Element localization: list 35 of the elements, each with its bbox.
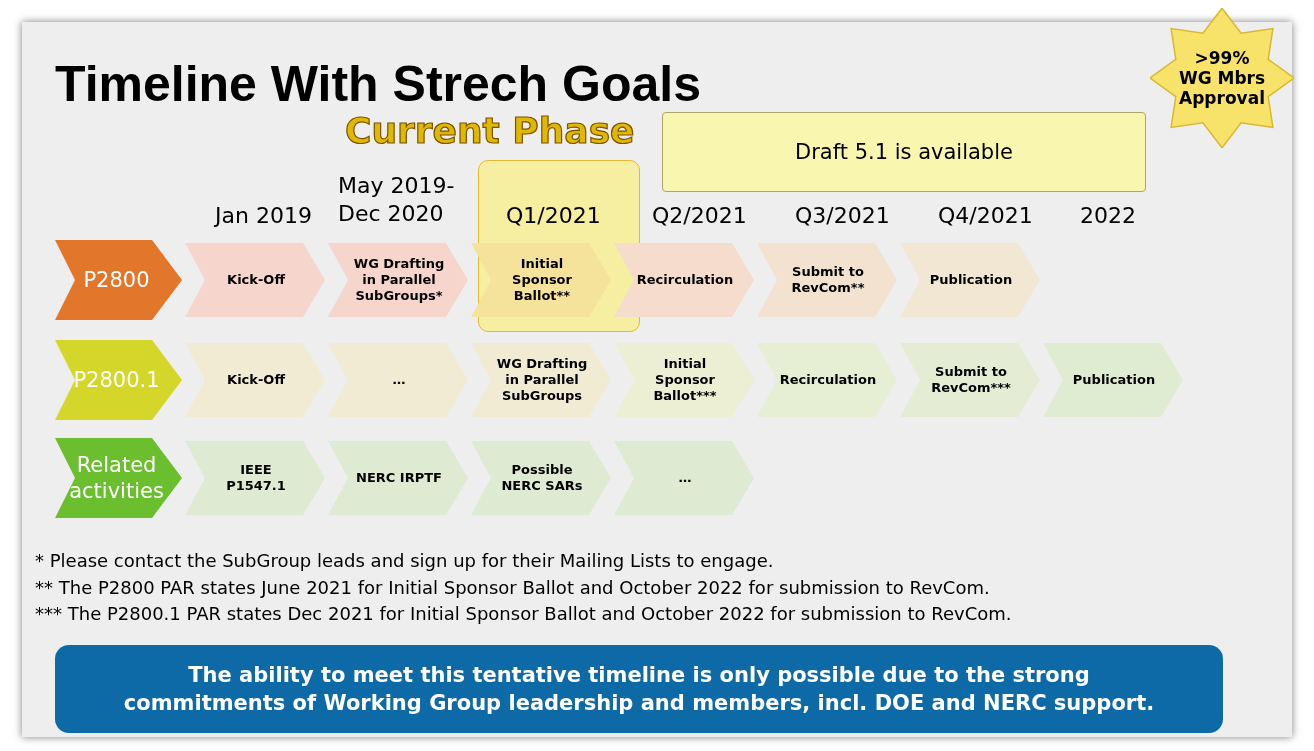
column-heading: Q1/2021 (506, 203, 601, 228)
timeline-step: Recirculation (757, 343, 897, 417)
timeline-step: NERC IRPTF (328, 441, 468, 515)
approval-star: >99% WG Mbrs Approval (1150, 8, 1294, 148)
timeline-step: Possible NERC SARs (471, 441, 611, 515)
timeline-step: Recirculation (614, 243, 754, 317)
message-banner: The ability to meet this tentative timeline is only possible due to the strong commitments of Working Group leadership and members, incl. DOE and NERC support. (55, 645, 1223, 733)
column-heading: Q4/2021 (938, 203, 1033, 228)
timeline-step: Submit to RevCom** (757, 243, 897, 317)
timeline-step: IEEE P1547.1 (185, 441, 325, 515)
timeline-step: WG Drafting in Parallel SubGroups* (328, 243, 468, 317)
timeline-step: Publication (1043, 343, 1183, 417)
timeline-step: WG Drafting in Parallel SubGroups (471, 343, 611, 417)
timeline-step: Initial Sponsor Ballot** (471, 243, 611, 317)
column-heading: 2022 (1080, 203, 1136, 228)
timeline-step: Submit to RevCom*** (900, 343, 1040, 417)
column-heading: May 2019- Dec 2020 (338, 172, 456, 228)
scroll-banner: Draft 5.1 is available (662, 112, 1146, 192)
timeline-step: … (328, 343, 468, 417)
footnote: ** The P2800 PAR states June 2021 for Initial Sponsor Ballot and October 2022 for submission to RevCom. (35, 577, 990, 598)
timeline-step: Kick-Off (185, 343, 325, 417)
phase-tab: P2800 (55, 240, 182, 320)
phase-tab: Related activities (55, 438, 182, 518)
slide-title: Timeline With Strech Goals (55, 55, 701, 113)
timeline-step: Initial Sponsor Ballot*** (614, 343, 754, 417)
column-heading: Q2/2021 (652, 203, 747, 228)
timeline-step: Kick-Off (185, 243, 325, 317)
timeline-step: Publication (900, 243, 1040, 317)
timeline-step: … (614, 441, 754, 515)
phase-heading: Current Phase (345, 110, 635, 151)
phase-tab: P2800.1 (55, 340, 182, 420)
column-heading: Jan 2019 (215, 203, 312, 228)
footnote: *** The P2800.1 PAR states Dec 2021 for Initial Sponsor Ballot and October 2022 for submission to RevCom. (35, 603, 1012, 624)
footnote: * Please contact the SubGroup leads and sign up for their Mailing Lists to engage. (35, 550, 774, 571)
column-heading: Q3/2021 (795, 203, 890, 228)
